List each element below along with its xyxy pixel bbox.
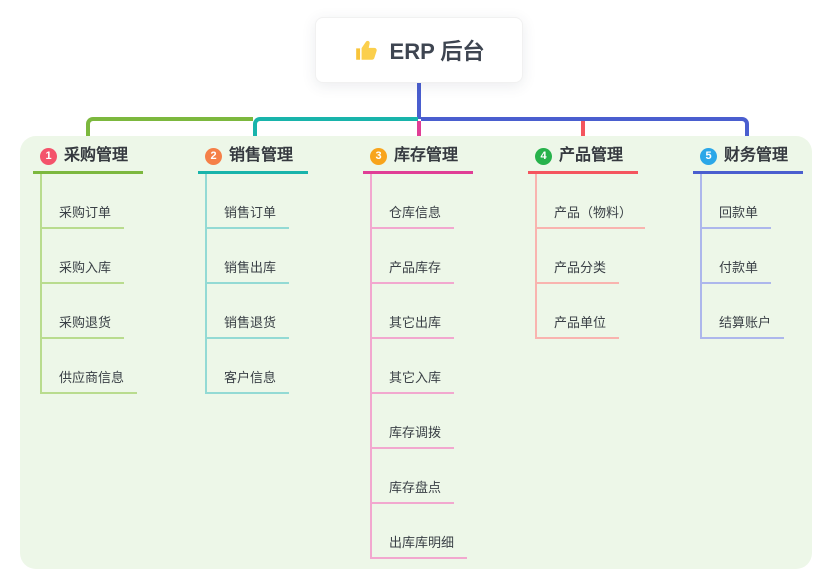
branch-number-badge: 3 bbox=[370, 147, 387, 165]
child-node[interactable]: 其它出库 bbox=[372, 284, 455, 339]
child-node[interactable]: 回款单 bbox=[702, 174, 772, 229]
connector-branch-5 bbox=[421, 117, 749, 143]
child-node[interactable]: 库存调拨 bbox=[372, 394, 455, 449]
branch-title[interactable]: 5 财务管理 bbox=[693, 146, 803, 174]
branch-number-badge: 1 bbox=[40, 147, 57, 165]
branch-number-badge: 5 bbox=[700, 147, 717, 165]
branch-children: 回款单付款单结算账户 bbox=[700, 174, 803, 339]
branch-3: 3 库存管理仓库信息产品库存其它出库其它入库库存调拨库存盘点出库库明细 bbox=[363, 146, 473, 559]
child-node[interactable]: 客户信息 bbox=[207, 339, 290, 394]
branch-number-badge: 4 bbox=[535, 147, 552, 165]
child-node[interactable]: 其它入库 bbox=[372, 339, 455, 394]
branch-children: 采购订单采购入库采购退货供应商信息 bbox=[40, 174, 143, 394]
root-node[interactable]: ERP 后台 bbox=[315, 17, 523, 83]
branch-title[interactable]: 4 产品管理 bbox=[528, 146, 638, 174]
connector-drop-branch-4 bbox=[581, 121, 585, 143]
connector-trunk-vertical bbox=[417, 83, 421, 119]
branch-4: 4 产品管理产品（物料）产品分类产品单位 bbox=[528, 146, 646, 339]
child-node[interactable]: 供应商信息 bbox=[42, 339, 138, 394]
child-node[interactable]: 销售退货 bbox=[207, 284, 290, 339]
child-node[interactable]: 产品库存 bbox=[372, 229, 455, 284]
branch-children: 销售订单销售出库销售退货客户信息 bbox=[205, 174, 308, 394]
connector-drop-branch-3 bbox=[417, 121, 421, 143]
child-node[interactable]: 采购订单 bbox=[42, 174, 125, 229]
child-node[interactable]: 销售出库 bbox=[207, 229, 290, 284]
branches-panel bbox=[20, 136, 812, 569]
branch-title-text: 采购管理 bbox=[64, 147, 129, 164]
connector-branch-2 bbox=[253, 117, 418, 143]
child-node[interactable]: 销售订单 bbox=[207, 174, 290, 229]
connector-branch-1 bbox=[86, 117, 253, 143]
branch-children: 仓库信息产品库存其它出库其它入库库存调拨库存盘点出库库明细 bbox=[370, 174, 473, 559]
branch-title[interactable]: 1 采购管理 bbox=[33, 146, 143, 174]
branch-title[interactable]: 2 销售管理 bbox=[198, 146, 308, 174]
branch-number-badge: 2 bbox=[205, 147, 222, 165]
branch-title-text: 产品管理 bbox=[559, 147, 624, 164]
branch-title-text: 财务管理 bbox=[724, 147, 789, 164]
child-node[interactable]: 产品（物料） bbox=[537, 174, 646, 229]
child-node[interactable]: 产品单位 bbox=[537, 284, 620, 339]
child-node[interactable]: 付款单 bbox=[702, 229, 772, 284]
child-node[interactable]: 产品分类 bbox=[537, 229, 620, 284]
branch-title-text: 库存管理 bbox=[394, 147, 459, 164]
branch-2: 2 销售管理销售订单销售出库销售退货客户信息 bbox=[198, 146, 308, 394]
thumbs-up-icon bbox=[354, 37, 380, 63]
branch-title[interactable]: 3 库存管理 bbox=[363, 146, 473, 174]
root-title: ERP 后台 bbox=[389, 39, 485, 64]
branch-1: 1 采购管理采购订单采购入库采购退货供应商信息 bbox=[33, 146, 143, 394]
child-node[interactable]: 出库库明细 bbox=[372, 504, 468, 559]
branch-5: 5 财务管理回款单付款单结算账户 bbox=[693, 146, 803, 339]
child-node[interactable]: 结算账户 bbox=[702, 284, 785, 339]
child-node[interactable]: 库存盘点 bbox=[372, 449, 455, 504]
branch-children: 产品（物料）产品分类产品单位 bbox=[535, 174, 646, 339]
branch-title-text: 销售管理 bbox=[229, 147, 294, 164]
child-node[interactable]: 采购退货 bbox=[42, 284, 125, 339]
child-node[interactable]: 仓库信息 bbox=[372, 174, 455, 229]
child-node[interactable]: 采购入库 bbox=[42, 229, 125, 284]
